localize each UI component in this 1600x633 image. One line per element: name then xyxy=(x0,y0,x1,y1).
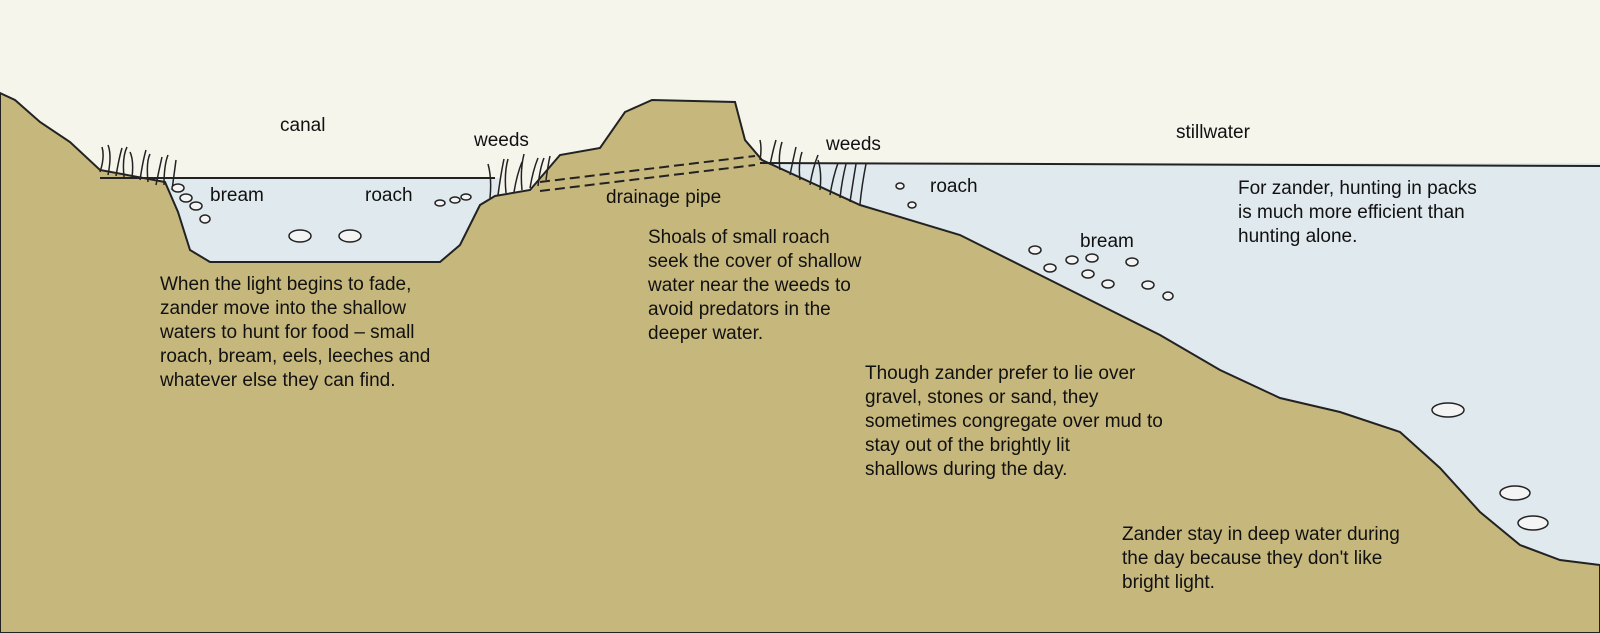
stillwater-surface xyxy=(759,162,1600,167)
drainage-pipe xyxy=(539,155,756,192)
fish-icon xyxy=(1081,269,1095,279)
fish-icon xyxy=(434,199,446,207)
weeds-right-icon xyxy=(759,139,867,205)
fish-icon xyxy=(1043,263,1057,273)
label-weeds-left: weeds xyxy=(474,130,529,151)
fish-icon xyxy=(895,182,905,190)
label-weeds-right: weeds xyxy=(826,134,881,155)
fish-icon xyxy=(1125,257,1139,267)
fish-icon xyxy=(179,193,193,203)
label-bream-canal: bream xyxy=(210,185,264,206)
label-roach-canal: roach xyxy=(365,185,413,206)
label-canal: canal xyxy=(280,115,326,136)
label-drainage-pipe: drainage pipe xyxy=(606,187,722,208)
label-stillwater: stillwater xyxy=(1176,122,1250,143)
ground xyxy=(0,91,1600,633)
note-packs: For zander, hunting in packs is much mor… xyxy=(1238,178,1477,247)
fish-icon xyxy=(1431,402,1465,418)
note-deep: Zander stay in deep water during the day… xyxy=(1122,524,1400,593)
fish-icon xyxy=(449,196,461,204)
fish-icon xyxy=(338,229,362,243)
fish-icon xyxy=(1499,485,1531,501)
fish-icon xyxy=(288,229,312,243)
label-bream-stillwater: bream xyxy=(1080,231,1134,252)
fish-icon xyxy=(1141,280,1155,290)
fish-icon xyxy=(199,214,211,224)
fish-icon xyxy=(1162,291,1174,301)
note-canal: When the light begins to fade, zander mo… xyxy=(160,274,431,391)
fish-icons xyxy=(171,182,1549,531)
fish-icon xyxy=(189,201,203,211)
fish-icon xyxy=(1028,245,1042,255)
fish-icon xyxy=(171,183,185,193)
weeds-left-icon xyxy=(99,144,551,199)
note-mud: Though zander prefer to lie over gravel,… xyxy=(865,363,1163,480)
fish-icon xyxy=(1517,515,1549,531)
fish-icon xyxy=(1065,255,1079,265)
fish-icon xyxy=(460,193,472,201)
note-shoals: Shoals of small roach seek the cover of … xyxy=(648,227,862,344)
fish-icon xyxy=(1101,279,1115,289)
label-roach-stillwater: roach xyxy=(930,176,978,197)
fish-icon xyxy=(1085,253,1099,263)
fish-icon xyxy=(907,201,917,209)
